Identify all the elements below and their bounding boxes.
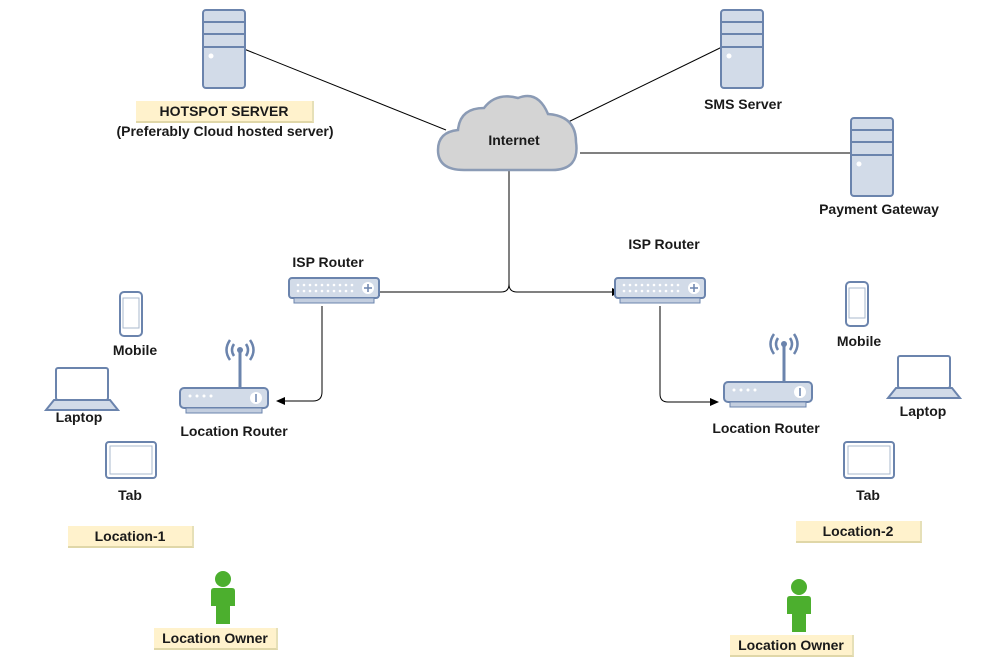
link-internet-isp2 bbox=[508, 283, 621, 296]
payment-gateway-label: Payment Gateway bbox=[819, 201, 939, 217]
tablet-icon bbox=[843, 441, 895, 479]
mobile-phone-icon bbox=[119, 291, 143, 337]
isp-router-label: ISP Router bbox=[292, 254, 364, 270]
laptop-icon bbox=[44, 367, 120, 411]
location-owner-label: Location Owner bbox=[730, 635, 854, 657]
server-icon bbox=[720, 9, 764, 89]
location-2-label: Location-2 bbox=[796, 521, 922, 543]
router-icon bbox=[614, 277, 706, 304]
server-icon bbox=[850, 117, 894, 197]
hotspot-server-label: HOTSPOT SERVER bbox=[136, 101, 314, 123]
location-1-label: Location-1 bbox=[68, 526, 194, 548]
laptop-label: Laptop bbox=[55, 409, 103, 425]
hotspot-server-sublabel: (Preferably Cloud hosted server) bbox=[116, 123, 334, 139]
link-sms-internet bbox=[559, 46, 723, 127]
cloud-icon bbox=[436, 94, 578, 172]
wireless-router-icon bbox=[179, 339, 269, 414]
tablet-icon bbox=[105, 441, 157, 479]
laptop-label: Laptop bbox=[899, 403, 947, 419]
link-isp1-location-router1 bbox=[276, 306, 323, 405]
tab-label: Tab bbox=[118, 487, 142, 503]
location-owner-label: Location Owner bbox=[154, 628, 278, 650]
person-icon bbox=[787, 579, 811, 632]
sms-server-label: SMS Server bbox=[704, 96, 782, 112]
isp-router-label: ISP Router bbox=[628, 236, 700, 252]
internet-label: Internet bbox=[488, 132, 540, 148]
link-hotspot-internet bbox=[243, 48, 447, 131]
person-icon bbox=[211, 571, 235, 624]
mobile-phone-icon bbox=[845, 281, 869, 327]
mobile-label: Mobile bbox=[112, 342, 158, 358]
location-router-label: Location Router bbox=[712, 420, 820, 436]
wireless-router-icon bbox=[723, 333, 813, 408]
tab-label: Tab bbox=[856, 487, 880, 503]
link-isp2-location-router2 bbox=[659, 306, 719, 406]
router-icon bbox=[288, 277, 380, 304]
server-icon bbox=[202, 9, 246, 89]
laptop-icon bbox=[886, 355, 962, 399]
link-internet-isp1 bbox=[371, 170, 510, 296]
location-router-label: Location Router bbox=[180, 423, 288, 439]
mobile-label: Mobile bbox=[836, 333, 882, 349]
